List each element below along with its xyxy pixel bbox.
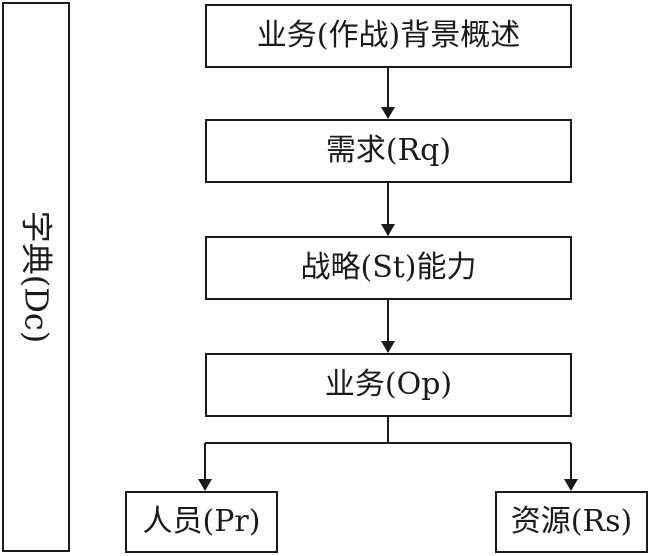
resources-box: 资源(Rs) — [495, 491, 648, 553]
operations-label: 业务(Op) — [324, 367, 453, 402]
requirements-box: 需求(Rq) — [205, 119, 572, 183]
background-overview-box: 业务(作战)背景概述 — [205, 4, 572, 68]
dictionary-box: 字典(Dc) — [2, 2, 70, 552]
resources-label: 资源(Rs) — [510, 504, 633, 539]
requirements-label: 需求(Rq) — [325, 133, 452, 168]
personnel-box: 人员(Pr) — [125, 491, 278, 553]
strategic-capability-label: 战略(St)能力 — [300, 250, 477, 285]
operations-box: 业务(Op) — [205, 353, 572, 417]
strategic-capability-box: 战略(St)能力 — [205, 236, 572, 300]
background-overview-label: 业务(作战)背景概述 — [256, 18, 521, 53]
personnel-label: 人员(Pr) — [142, 504, 261, 539]
